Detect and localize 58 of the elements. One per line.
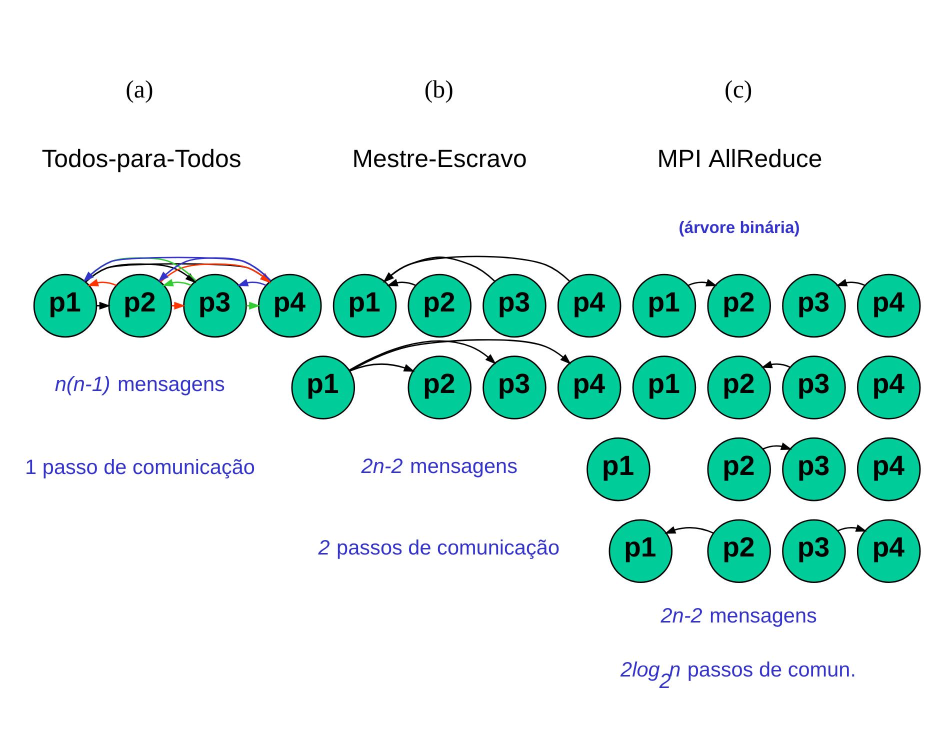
- node-circle: p4: [557, 355, 622, 419]
- node-circle: p2: [707, 273, 771, 338]
- arrow: [237, 278, 266, 286]
- node-circle: p2: [707, 518, 771, 582]
- arrow: [162, 278, 192, 286]
- arrow: [383, 255, 570, 282]
- node-circle: p1: [332, 273, 397, 338]
- arrow: [664, 526, 714, 534]
- node-circle: p3: [782, 518, 846, 582]
- label: 2n-2 mensagens: [660, 604, 817, 628]
- label: 2n-2 mensagens: [361, 454, 518, 478]
- arrow: [246, 301, 260, 310]
- arrow: [348, 340, 496, 370]
- node-circle: p3: [782, 436, 846, 501]
- node-circle: p1: [33, 273, 98, 338]
- arrow: [838, 524, 867, 532]
- arrow: [836, 278, 866, 286]
- node-circle: p2: [408, 355, 472, 419]
- arrow: [386, 278, 416, 286]
- label: MPI AllReduce: [657, 144, 822, 172]
- node-circle: p2: [408, 273, 472, 338]
- arrow: [762, 442, 792, 450]
- node-circle: p3: [782, 355, 846, 419]
- node-circle: p2: [707, 355, 771, 419]
- label: n(n-1) mensagens: [54, 372, 225, 396]
- label: 2 passos de comunicação: [318, 536, 560, 560]
- node-circle: p1: [632, 273, 696, 338]
- node-circle: p3: [482, 355, 546, 419]
- node-circle: p4: [856, 355, 921, 419]
- arrow: [383, 256, 496, 282]
- node-circle: p3: [782, 273, 846, 338]
- arrow: [172, 301, 186, 310]
- label: Mestre-Escravo: [352, 144, 527, 172]
- label: Todos-para-Todos: [42, 144, 242, 172]
- label: (a): [126, 76, 154, 104]
- arrow: [96, 301, 110, 310]
- node-circle: p1: [608, 518, 673, 582]
- label: (c): [724, 76, 752, 104]
- arrow: [349, 338, 572, 372]
- node-circle: p1: [632, 355, 696, 419]
- arrow: [761, 360, 790, 368]
- arrow: [87, 278, 117, 286]
- node-circle: p2: [707, 436, 771, 501]
- node-circle: p1: [586, 436, 650, 501]
- arrow: [350, 362, 415, 372]
- node-circle: p4: [856, 436, 921, 501]
- label: (b): [424, 76, 454, 104]
- node-circle: p1: [291, 355, 356, 419]
- node-circle: p3: [482, 273, 546, 338]
- node-circle: p4: [856, 273, 921, 338]
- arrow: [688, 278, 718, 286]
- node-circle: p2: [108, 273, 172, 338]
- arrow: [160, 262, 272, 283]
- arrow: [158, 256, 272, 282]
- label: (árvore binária): [678, 218, 800, 237]
- node-circle: p4: [856, 518, 921, 582]
- node-circle: p4: [557, 273, 622, 338]
- label: 1 passo de comunicação: [25, 456, 255, 479]
